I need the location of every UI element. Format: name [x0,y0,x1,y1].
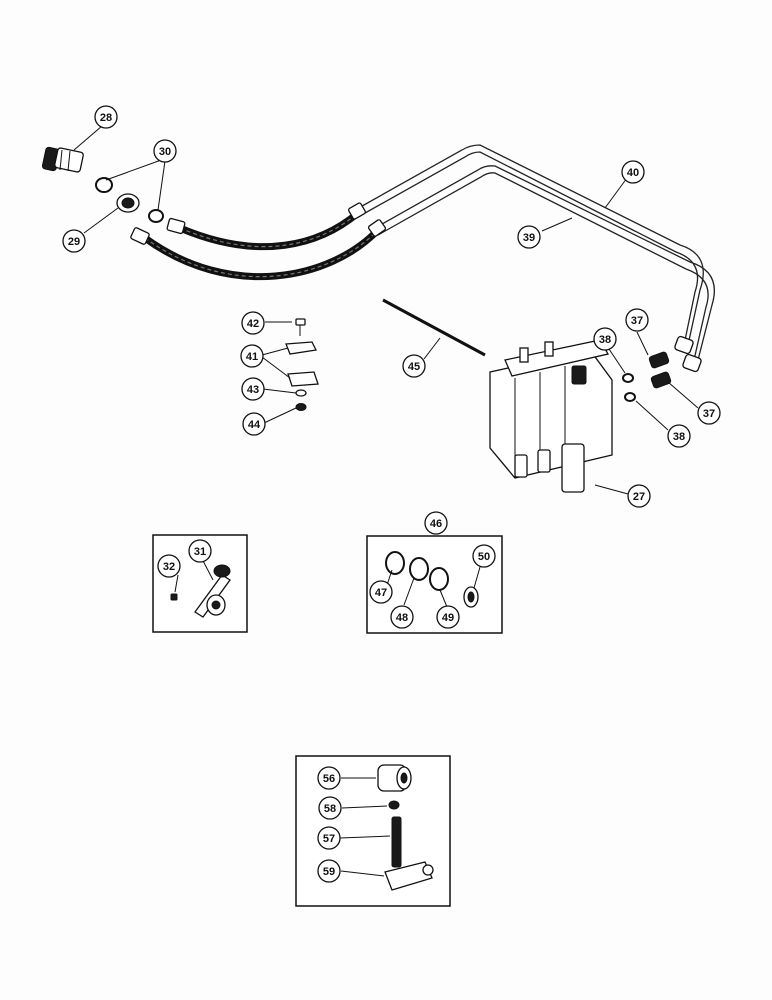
svg-text:42: 42 [247,318,259,330]
callout-58: 58 [318,796,342,820]
callout-38-upper: 38 [593,327,617,351]
svg-text:31: 31 [194,546,206,558]
callout-31: 31 [188,539,212,563]
callout-39: 39 [517,225,541,249]
svg-text:50: 50 [478,551,490,563]
svg-text:59: 59 [323,866,335,878]
callout-59: 59 [317,859,341,883]
tube-nut-upper [674,335,694,355]
callout-30: 30 [153,139,177,163]
svg-text:57: 57 [323,833,335,845]
o-ring-38-lower [624,392,636,402]
svg-text:45: 45 [408,361,420,373]
svg-text:38: 38 [599,334,611,346]
clip-41-lower [287,371,319,387]
svg-text:41: 41 [246,351,258,363]
bolt-42 [295,318,306,336]
fitting-37-lower [650,371,672,389]
callout-29: 29 [62,229,86,253]
callout-44: 44 [242,412,266,436]
svg-text:43: 43 [247,384,259,396]
svg-text:29: 29 [68,236,80,248]
svg-text:32: 32 [163,561,175,573]
fitting-37-upper [648,351,670,369]
quick-coupler-28 [41,146,84,173]
seal-ring-30a [95,177,113,193]
callout-28: 28 [94,105,118,129]
clip-41-upper [285,341,317,355]
callout-57: 57 [317,826,341,850]
svg-text:44: 44 [248,419,261,431]
callout-37-lower: 37 [697,401,721,425]
callout-49: 49 [436,605,460,629]
nut-44 [295,403,307,411]
svg-text:37: 37 [631,315,643,327]
inset-lever-kit [152,534,248,633]
o-ring-38-upper [622,373,634,383]
control-valve-27 [489,339,613,493]
seal-ring-30b [148,209,164,223]
hydraulic-hose-upper [166,202,366,251]
svg-text:39: 39 [523,232,535,244]
svg-text:40: 40 [627,167,639,179]
svg-text:38: 38 [673,431,685,443]
steel-tube-39 [374,165,716,361]
hydraulic-hose-lower [130,219,387,281]
callout-42: 42 [241,311,265,335]
svg-text:30: 30 [159,146,171,158]
svg-text:46: 46 [430,518,442,530]
callout-56: 56 [317,766,341,790]
callout-47: 47 [369,580,393,604]
svg-text:27: 27 [633,491,645,503]
callout-43: 43 [241,377,265,401]
svg-text:58: 58 [324,803,336,815]
svg-text:37: 37 [703,408,715,420]
washer-43 [295,389,307,397]
svg-text:47: 47 [375,587,387,599]
callout-48: 48 [390,605,414,629]
callout-37-upper: 37 [625,308,649,332]
callout-46: 46 [424,511,448,535]
svg-text:49: 49 [442,612,454,624]
callout-32: 32 [157,554,181,578]
svg-text:48: 48 [396,612,408,624]
dust-cap-29 [116,193,140,213]
callout-38-lower: 38 [667,424,691,448]
tube-nut-lower [682,353,702,373]
callout-40: 40 [621,160,645,184]
svg-text:56: 56 [323,773,335,785]
callout-45: 45 [402,354,426,378]
leader-lines [73,125,699,877]
steel-tube-40 [354,144,704,346]
rod-45 [382,298,486,357]
callout-41: 41 [240,344,264,368]
callout-27: 27 [627,484,651,508]
callout-50: 50 [472,544,496,568]
svg-text:28: 28 [100,112,112,124]
